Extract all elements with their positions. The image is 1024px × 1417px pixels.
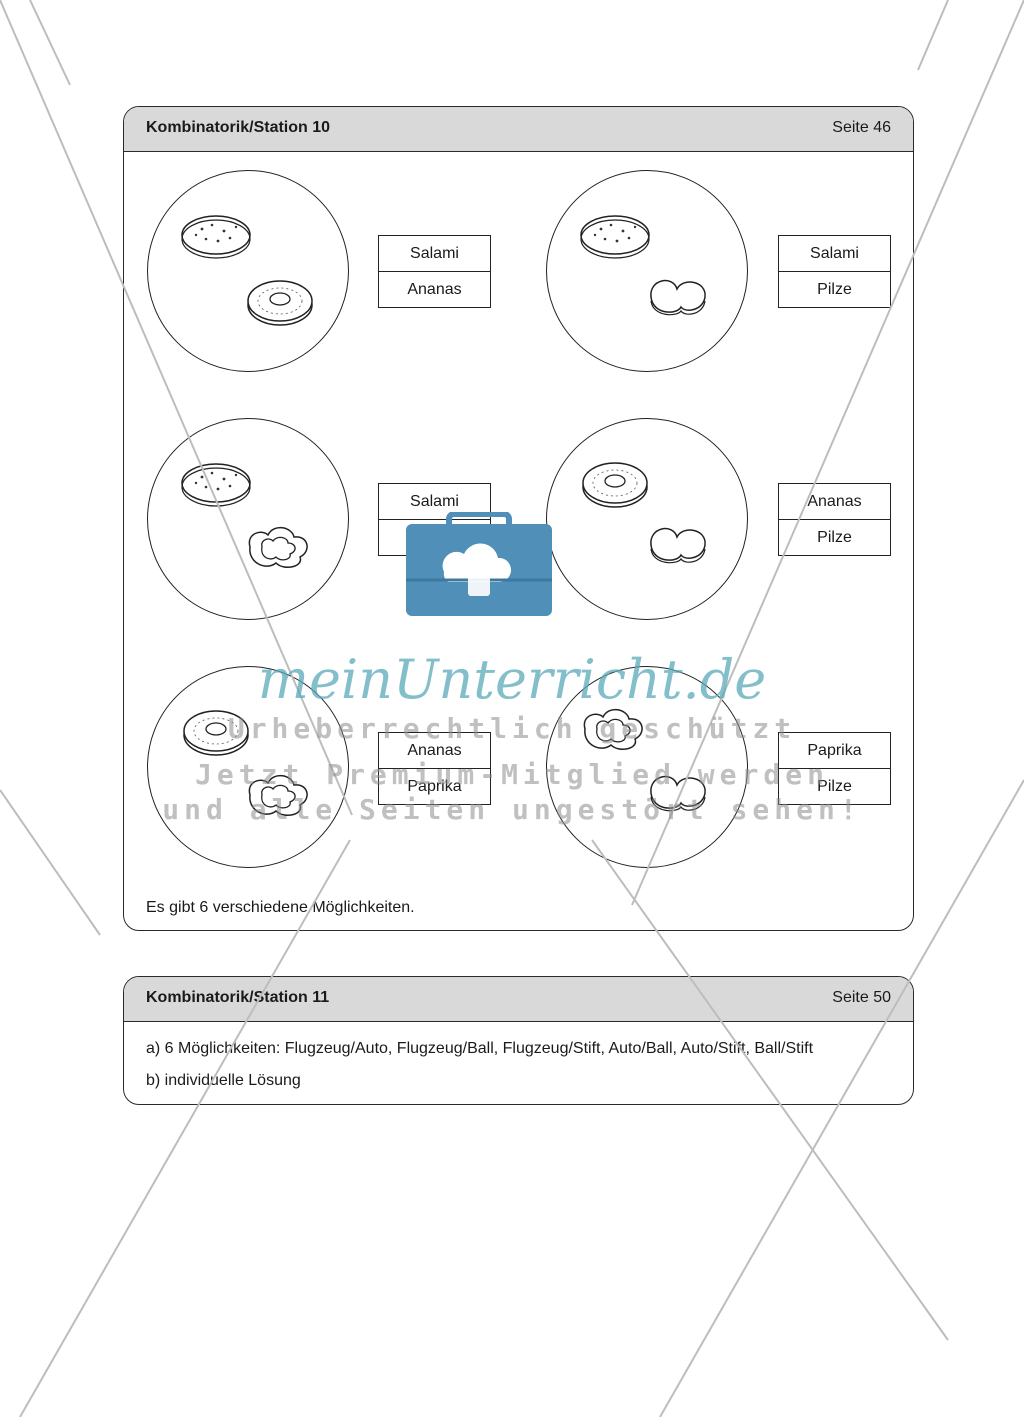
station-11-header: Kombinatorik/Station 11 Seite 50: [124, 977, 913, 1022]
combo-label-6-a: Paprika: [807, 742, 862, 759]
combo-label-6-b: Pilze: [779, 768, 890, 804]
station-10-title: Kombinatorik/Station 10: [146, 119, 331, 136]
mushroom-icon: [650, 527, 706, 564]
pizza-plate-3: [147, 418, 349, 620]
watermark-line-2: Jetzt Premium-Mitglied werden: [195, 758, 829, 791]
station-11-answer-a: a) 6 Möglichkeiten: Flugzeug/Auto, Flugz…: [146, 1040, 814, 1057]
pizza-plate-5: [147, 666, 349, 868]
briefcase-cloud-icon: [406, 512, 552, 616]
combo-label-2: Salami Pilze: [778, 235, 891, 308]
salami-icon: [181, 463, 251, 507]
station-11-card: Kombinatorik/Station 11 Seite 50 a) 6 Mö…: [123, 976, 914, 1105]
combo-label-1-a: Salami: [410, 245, 459, 262]
combo-label-2-a: Salami: [810, 245, 859, 262]
salami-icon: [580, 215, 650, 259]
pizza-plate-2: [546, 170, 748, 372]
watermark-line-3: und alle Seiten ungestört sehen!: [162, 793, 862, 826]
pizza-plate-6: [546, 666, 748, 868]
station-11-answer-b: b) individuelle Lösung: [146, 1072, 301, 1089]
pepper-ring-icon: [248, 774, 308, 817]
pepper-ring-icon: [248, 526, 308, 569]
watermark-line-1: Urheberrechtlich geschützt: [227, 712, 797, 745]
pineapple-ring-icon: [183, 710, 249, 756]
station-10-note: Es gibt 6 verschiedene Möglichkeiten.: [146, 899, 415, 916]
pepper-ring-icon: [583, 708, 643, 751]
combo-label-1-b: Ananas: [379, 271, 490, 307]
pineapple-ring-icon: [582, 462, 648, 508]
station-10-page: Seite 46: [832, 119, 891, 136]
combo-label-4-b: Pilze: [779, 519, 890, 555]
pizza-plate-1: [147, 170, 349, 372]
salami-icon: [181, 215, 251, 259]
station-11-page: Seite 50: [832, 989, 891, 1006]
combo-label-5: Ananas Paprika: [378, 732, 491, 805]
combo-label-4-a: Ananas: [807, 493, 862, 510]
watermark-brand: meinUnterricht.de: [257, 648, 767, 711]
mushroom-icon: [650, 279, 706, 316]
combo-label-5-b: Paprika: [379, 768, 490, 804]
pizza-plate-4: [546, 418, 748, 620]
station-10-header: Kombinatorik/Station 10 Seite 46: [124, 107, 913, 152]
combo-label-6: Paprika Pilze: [778, 732, 891, 805]
combo-label-4: Ananas Pilze: [778, 483, 891, 556]
station-11-title: Kombinatorik/Station 11: [146, 989, 330, 1006]
combo-label-5-a: Ananas: [407, 742, 462, 759]
combo-label-3-a: Salami: [410, 493, 459, 510]
combo-label-1: Salami Ananas: [378, 235, 491, 308]
combo-label-2-b: Pilze: [779, 271, 890, 307]
pineapple-ring-icon: [247, 280, 313, 326]
